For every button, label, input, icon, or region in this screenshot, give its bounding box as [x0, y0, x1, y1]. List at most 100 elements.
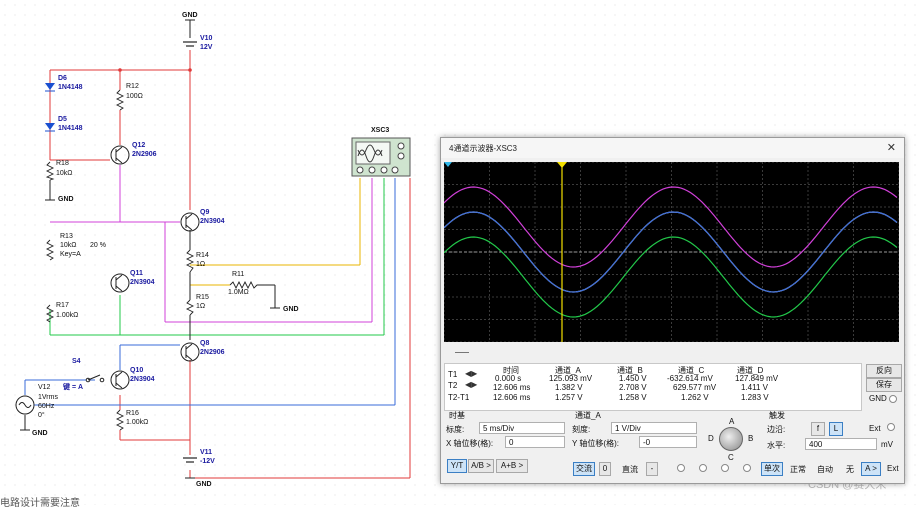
- ext-label: Ext: [869, 424, 881, 433]
- r16-value: 1.00kΩ: [126, 419, 149, 426]
- t1-time: 0.000 s: [495, 374, 522, 383]
- reverse-button[interactable]: 反向: [866, 364, 902, 378]
- d6-model: 1N4148: [58, 84, 83, 91]
- timebase-scale-field[interactable]: 5 ms/Div: [479, 422, 565, 434]
- channel-radio-3[interactable]: [721, 464, 729, 472]
- q9-name[interactable]: Q9: [200, 209, 210, 216]
- gnd-label: GND: [869, 394, 887, 403]
- x-offset-label: X 轴位移(格):: [446, 439, 494, 448]
- window-title: 4通道示波器-XSC3: [449, 144, 518, 153]
- channel-radio-1[interactable]: [677, 464, 685, 472]
- single-button[interactable]: 单次: [761, 462, 783, 476]
- trigger-ext-button[interactable]: Ext: [887, 464, 899, 473]
- r15-name[interactable]: R15: [196, 294, 209, 301]
- scope-screen[interactable]: [443, 161, 900, 343]
- r16-name[interactable]: R16: [126, 410, 139, 417]
- d6-name[interactable]: D6: [58, 75, 67, 82]
- diff-c: 1.262 V: [681, 393, 709, 402]
- level-label: 水平:: [767, 441, 786, 450]
- t1-c: -632.614 mV: [667, 374, 713, 383]
- r12-name[interactable]: R12: [126, 83, 139, 90]
- channel-radio-4[interactable]: [743, 464, 751, 472]
- gnd-r11-label: GND: [283, 306, 299, 313]
- v10-name[interactable]: V10: [200, 35, 213, 42]
- t2-arrows-icon[interactable]: ◀▶: [465, 380, 478, 389]
- v11-name[interactable]: V11: [200, 449, 213, 456]
- r12-value: 100Ω: [126, 93, 143, 100]
- t1-arrows-icon[interactable]: ◀▶: [465, 369, 478, 378]
- edge-rise-button[interactable]: f: [811, 422, 825, 436]
- q10-name[interactable]: Q10: [130, 367, 144, 374]
- trace-channel-c: [443, 236, 898, 318]
- q12-model: 2N2906: [132, 151, 157, 158]
- timebase-scale-label: 标度:: [446, 425, 465, 434]
- r17-name[interactable]: R17: [56, 302, 69, 309]
- hdr-ch-c: 通道_C: [678, 366, 705, 375]
- r13-name[interactable]: R13: [60, 233, 73, 240]
- y-offset-field[interactable]: -0: [639, 436, 697, 448]
- ab-button[interactable]: A/B >: [468, 459, 494, 473]
- t1-d: 127.849 mV: [735, 374, 779, 383]
- q11-model: 2N3904: [130, 279, 155, 286]
- trigger-a-button[interactable]: A >: [861, 462, 881, 476]
- x-offset-field[interactable]: 0: [505, 436, 565, 448]
- timebase-title: 时基: [449, 411, 465, 420]
- q11-name[interactable]: Q11: [130, 270, 143, 277]
- auto-button[interactable]: 自动: [817, 465, 833, 474]
- channel-radio-2[interactable]: [699, 464, 707, 472]
- hdr-ch-d: 通道_D: [737, 366, 764, 375]
- ac-button[interactable]: 交流: [573, 462, 595, 476]
- hdr-ch-b: 通道_B: [617, 366, 643, 375]
- scroll-handle[interactable]: [455, 352, 469, 353]
- close-icon[interactable]: ✕: [886, 142, 896, 154]
- dc-label[interactable]: 直流: [622, 465, 638, 474]
- r11-value: 1.0MΩ: [228, 289, 249, 296]
- v12-amp: 1Vrms: [38, 394, 58, 401]
- yt-button[interactable]: Y/T: [447, 459, 467, 473]
- t1-a: 125.093 mV: [549, 374, 593, 383]
- channel-title: 通道_A: [575, 411, 601, 420]
- diff-b: 1.258 V: [619, 393, 647, 402]
- channel-scale-field[interactable]: 1 V/Div: [611, 422, 697, 434]
- edge-fall-button[interactable]: L: [829, 422, 843, 436]
- cursor-t2-marker: [557, 162, 567, 168]
- row-t2-label: T2: [448, 381, 458, 390]
- level-field[interactable]: 400: [805, 438, 877, 450]
- none-button[interactable]: 无: [846, 465, 854, 474]
- hdr-ch-a: 通道_A: [555, 366, 581, 375]
- r14-name[interactable]: R14: [196, 252, 209, 259]
- q8-name[interactable]: Q8: [200, 340, 210, 347]
- window-titlebar[interactable]: 4通道示波器-XSC3 ✕: [441, 138, 904, 158]
- save-button[interactable]: 保存: [866, 378, 902, 392]
- row-t1-label: T1: [448, 370, 458, 379]
- d5-name[interactable]: D5: [58, 116, 67, 123]
- s4-name[interactable]: S4: [72, 358, 81, 365]
- knob-c-label: C: [728, 453, 734, 462]
- r13-value: 10kΩ: [60, 242, 77, 249]
- d5-model: 1N4148: [58, 125, 83, 132]
- trigger-title: 触发: [769, 411, 785, 420]
- knob-b-label: B: [748, 434, 754, 443]
- gnd-radio[interactable]: [889, 395, 897, 403]
- aplusb-button[interactable]: A+B >: [496, 459, 528, 473]
- row-diff-label: T2-T1: [448, 393, 470, 402]
- q12-name[interactable]: Q12: [132, 142, 146, 149]
- ext-radio[interactable]: [887, 423, 895, 431]
- minus-button[interactable]: -: [646, 462, 658, 476]
- r11-name[interactable]: R11: [232, 271, 245, 278]
- channel-selector-knob[interactable]: [719, 427, 743, 451]
- oscilloscope-window[interactable]: 4通道示波器-XSC3 ✕ 时间 通道_A 通道_B 通道_C 通道_D T1 …: [440, 137, 905, 484]
- v12-name[interactable]: V12: [38, 384, 51, 391]
- bottom-caption: 电路设计需要注意: [0, 498, 80, 509]
- xsc3-label[interactable]: XSC3: [371, 127, 390, 134]
- r18-name[interactable]: R18: [56, 160, 69, 167]
- v12-phase: 0°: [38, 412, 45, 419]
- trace-channel-d: [443, 186, 898, 268]
- normal-button[interactable]: 正常: [790, 465, 806, 474]
- r15-value: 1Ω: [196, 303, 206, 310]
- r13-percent: 20 %: [90, 242, 106, 249]
- edge-label: 边沿:: [767, 425, 786, 434]
- s4-key: 键 = A: [63, 384, 84, 391]
- zero-button[interactable]: 0: [599, 462, 611, 476]
- v11-value: -12V: [200, 458, 215, 465]
